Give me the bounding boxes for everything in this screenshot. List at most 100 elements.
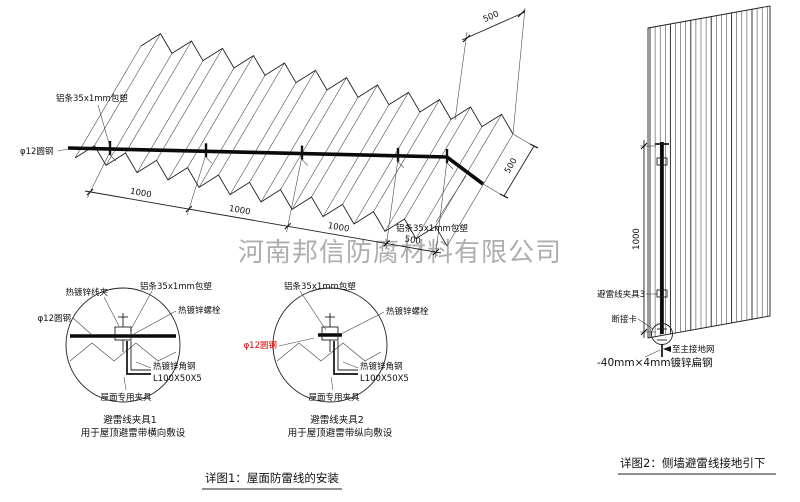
roof-ridge-line [74, 45, 142, 159]
detail1-title: 避雷线夹具1 [103, 414, 157, 426]
roof-ridge-line [342, 92, 409, 205]
roof-ridge-line [125, 40, 192, 154]
dimension-line [84, 190, 442, 254]
dimension-tick [462, 34, 471, 43]
roof-ridge-line [198, 75, 266, 188]
wire-clamp-bracket [446, 162, 454, 170]
detail2-angle-steel-inner [337, 341, 358, 371]
label-angle-steel: 热镀锌角钢 [153, 361, 196, 372]
caption-detail1: 详图1：屋面防雷线的安装 [205, 471, 339, 485]
dimension-tick [640, 328, 648, 336]
dimension-tick [499, 193, 509, 199]
roof-ridge-line [384, 119, 452, 232]
company-watermark: 河南邦信防腐材料有限公司 [238, 238, 562, 268]
detail1-roof-profile [69, 342, 177, 362]
detail2-title: 避雷线夹具2 [310, 414, 364, 426]
leader-line [135, 361, 152, 369]
label-aluminum-strip-top: 铝条35x1mm包塑 [56, 93, 128, 104]
dimension-tick [284, 222, 292, 230]
roof-ridge-line [187, 55, 254, 168]
label-galvanized-bolt: 热镀锌螺栓 [178, 305, 221, 316]
roof-ridge-line [311, 84, 378, 198]
dim-label-top: 500 [482, 9, 501, 25]
extension-line [454, 31, 468, 121]
dimension-tick [517, 9, 526, 18]
detail1-circle [65, 287, 181, 403]
leader-line [72, 317, 93, 336]
label-angle-spec: L100X50X5 [360, 374, 409, 384]
roof-back-edge [140, 33, 514, 135]
extension-line [87, 151, 111, 198]
wall-clamp [656, 289, 668, 298]
leader-line [644, 349, 661, 358]
roof-ridge-line [435, 114, 502, 227]
corrugated-wall-panel [647, 5, 771, 339]
detail1-subtitle: 用于屋顶避雷带横向敷设 [81, 427, 186, 439]
roof-ridge-line [229, 82, 297, 195]
label-galvanized-clip: 热镀锌线夹 [65, 287, 108, 298]
extension-line [385, 158, 399, 250]
leader-line [129, 290, 153, 332]
dimension-label: 1000 [327, 221, 350, 235]
roof-ridge-line [94, 33, 161, 146]
roof-ridge-line [249, 70, 316, 183]
roof-ridge-line [136, 60, 204, 173]
extension-line [435, 159, 448, 258]
leader-line [103, 296, 120, 327]
extension-line [286, 156, 303, 233]
extension-line [186, 154, 207, 215]
leader-line [342, 361, 359, 369]
label-galvanized-bolt: 热镀锌螺栓 [386, 306, 429, 317]
detail-view-clamp2: 铝条35x1mm包塑 热镀锌螺栓 φ12圆钢 热镀锌角钢 L100X50X5 屋… [244, 281, 429, 439]
detail2-circle [272, 287, 388, 403]
leader-line [299, 290, 327, 331]
leader-line [97, 104, 111, 148]
roof-dim-right: 500 [482, 133, 539, 199]
label-aluminum-strip-right: 铝条35x1mm包塑 [396, 223, 468, 234]
wall-clamp [656, 157, 668, 166]
wall-elevation-view: 1000 避雷线夹具3 断接卡 至主接地网 -40mm×4mm镀锌扁钢 [597, 5, 771, 369]
roof-ridge-line [218, 62, 285, 176]
dimension-label: 1000 [228, 204, 251, 218]
leader-line [133, 310, 177, 335]
roof-ridge-line [415, 126, 483, 239]
corrugated-roof-sheet [74, 33, 514, 247]
roof-ridge-line [156, 48, 223, 161]
roof-ridge-line [353, 111, 421, 225]
detail2-subtitle: 用于屋顶避雷带纵向敷设 [288, 427, 393, 439]
roof-ridge-line [167, 67, 235, 181]
roof-front-edge [74, 145, 448, 247]
extension-line [512, 7, 526, 135]
wire-clamp-bracket [397, 161, 405, 169]
label-aluminum-strip: 铝条35x1mm包塑 [140, 281, 212, 292]
wall-outline [647, 5, 771, 339]
dimension-tick [640, 142, 648, 150]
dimension-tick [185, 205, 193, 213]
roof-ridge-line [105, 53, 173, 166]
detail1-angle-steel-inner [130, 341, 151, 371]
label-roof-fixture: 屋面专用夹具 [308, 392, 360, 403]
label-round-steel: φ12圆钢 [38, 313, 71, 324]
label-wall-clamp3: 避雷线夹具3 [597, 289, 645, 300]
roof-ridge-line [322, 104, 390, 217]
leader-line [278, 337, 315, 347]
detail1-clamp-body [114, 326, 132, 341]
label-aluminum-strip: 铝条35x1mm包塑 [284, 281, 356, 292]
dimension-tick [383, 240, 390, 247]
arrow-to-ground [663, 346, 671, 352]
leader-line [637, 318, 654, 330]
wire-clamp-bracket [301, 159, 309, 166]
dimension-tick [529, 143, 539, 149]
leader-line [435, 175, 467, 223]
label-round-steel-roof: φ12圆钢 [20, 146, 53, 157]
leader-line [340, 311, 385, 335]
wire-clamp-bracket [205, 157, 213, 164]
roof-ridge-line [260, 89, 328, 203]
roof-ridge-line [404, 106, 471, 220]
label-angle-steel: 热镀锌角钢 [360, 361, 403, 372]
roof-ridge-line [446, 133, 514, 247]
dim-label-right: 500 [503, 156, 520, 175]
